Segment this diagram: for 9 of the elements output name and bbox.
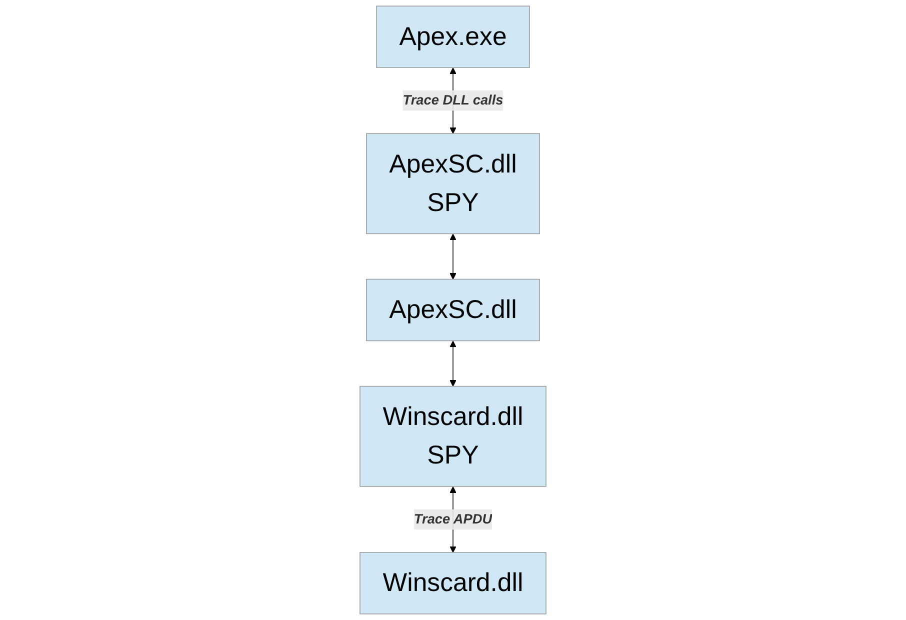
node-box: ApexSC.dll SPY [366,133,540,234]
node-box: ApexSC.dll [366,278,540,342]
edge-label: Trace DLL calls [402,92,504,108]
node-box: Winscard.dll SPY [360,386,546,487]
edge-label: Trace APDU [414,511,492,527]
arrow [450,340,456,387]
node-box: Apex.exe [376,6,530,68]
node-box: Winscard.dll [360,552,546,614]
arrow [450,234,456,280]
